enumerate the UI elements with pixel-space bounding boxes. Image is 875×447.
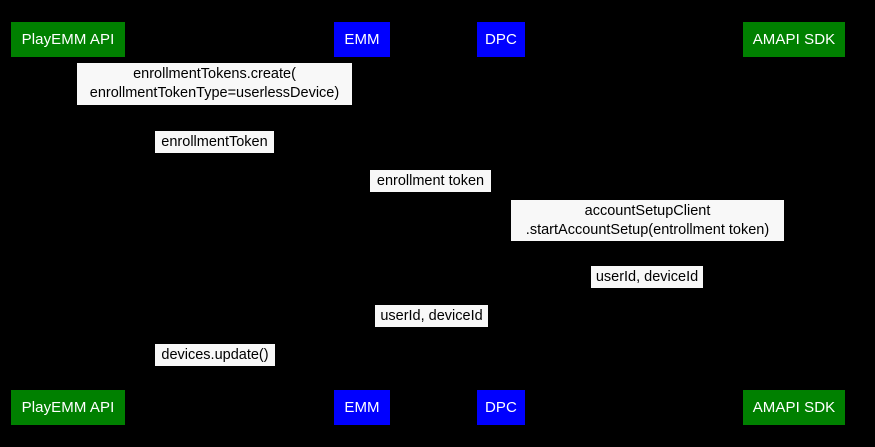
message-line: .startAccountSetup(entrollment token)	[525, 221, 770, 238]
message-line: devices.update()	[161, 346, 269, 363]
message-line: userId, deviceId	[595, 268, 699, 285]
message-enrollment-token-return: enrollmentToken	[155, 131, 274, 153]
actor-emm-top[interactable]: EMM	[334, 22, 390, 57]
actor-label: PlayEMM API	[21, 399, 115, 416]
message-userid-deviceid-dpc-to-emm: userId, deviceId	[375, 305, 488, 327]
message-line: accountSetupClient	[584, 202, 711, 219]
message-line: enrollment token	[376, 172, 485, 189]
actor-amapi-sdk-top[interactable]: AMAPI SDK	[743, 22, 845, 57]
actor-label: DPC	[485, 399, 517, 416]
actor-dpc-bottom[interactable]: DPC	[477, 390, 525, 425]
actor-label: AMAPI SDK	[752, 31, 836, 48]
actor-dpc-top[interactable]: DPC	[477, 22, 525, 57]
actor-amapi-sdk-bottom[interactable]: AMAPI SDK	[743, 390, 845, 425]
actor-label: EMM	[344, 399, 380, 416]
message-devices-update: devices.update()	[155, 344, 275, 366]
actor-emm-bottom[interactable]: EMM	[334, 390, 390, 425]
message-line: userId, deviceId	[380, 307, 483, 324]
actor-label: DPC	[485, 31, 517, 48]
message-userid-deviceid-sdk-to-dpc: userId, deviceId	[591, 266, 703, 288]
message-line: enrollmentTokens.create(	[133, 66, 296, 82]
message-enrollment-token-transfer: enrollment token	[370, 170, 491, 192]
actor-label: PlayEMM API	[21, 31, 115, 48]
actor-playemm-api-top[interactable]: PlayEMM API	[11, 22, 125, 57]
actor-label: EMM	[344, 31, 380, 48]
message-line: enrollmentToken	[161, 133, 268, 150]
actor-playemm-api-bottom[interactable]: PlayEMM API	[11, 390, 125, 425]
message-line: enrollmentTokenType=userlessDevice)	[89, 85, 340, 101]
message-start-account-setup: accountSetupClient .startAccountSetup(ent…	[511, 200, 784, 241]
message-enrollment-tokens-create: enrollmentTokens.create( enrollmentTokenT…	[77, 63, 352, 105]
actor-label: AMAPI SDK	[752, 399, 836, 416]
